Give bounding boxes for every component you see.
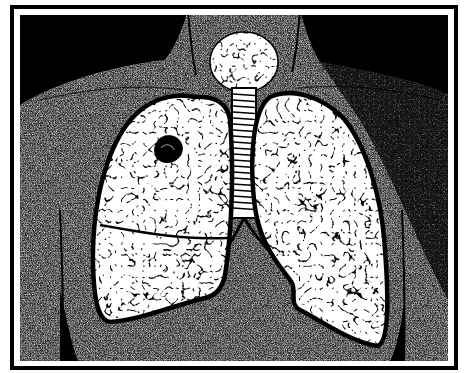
lungs-illustration <box>0 0 466 373</box>
illustration-frame <box>0 0 466 373</box>
